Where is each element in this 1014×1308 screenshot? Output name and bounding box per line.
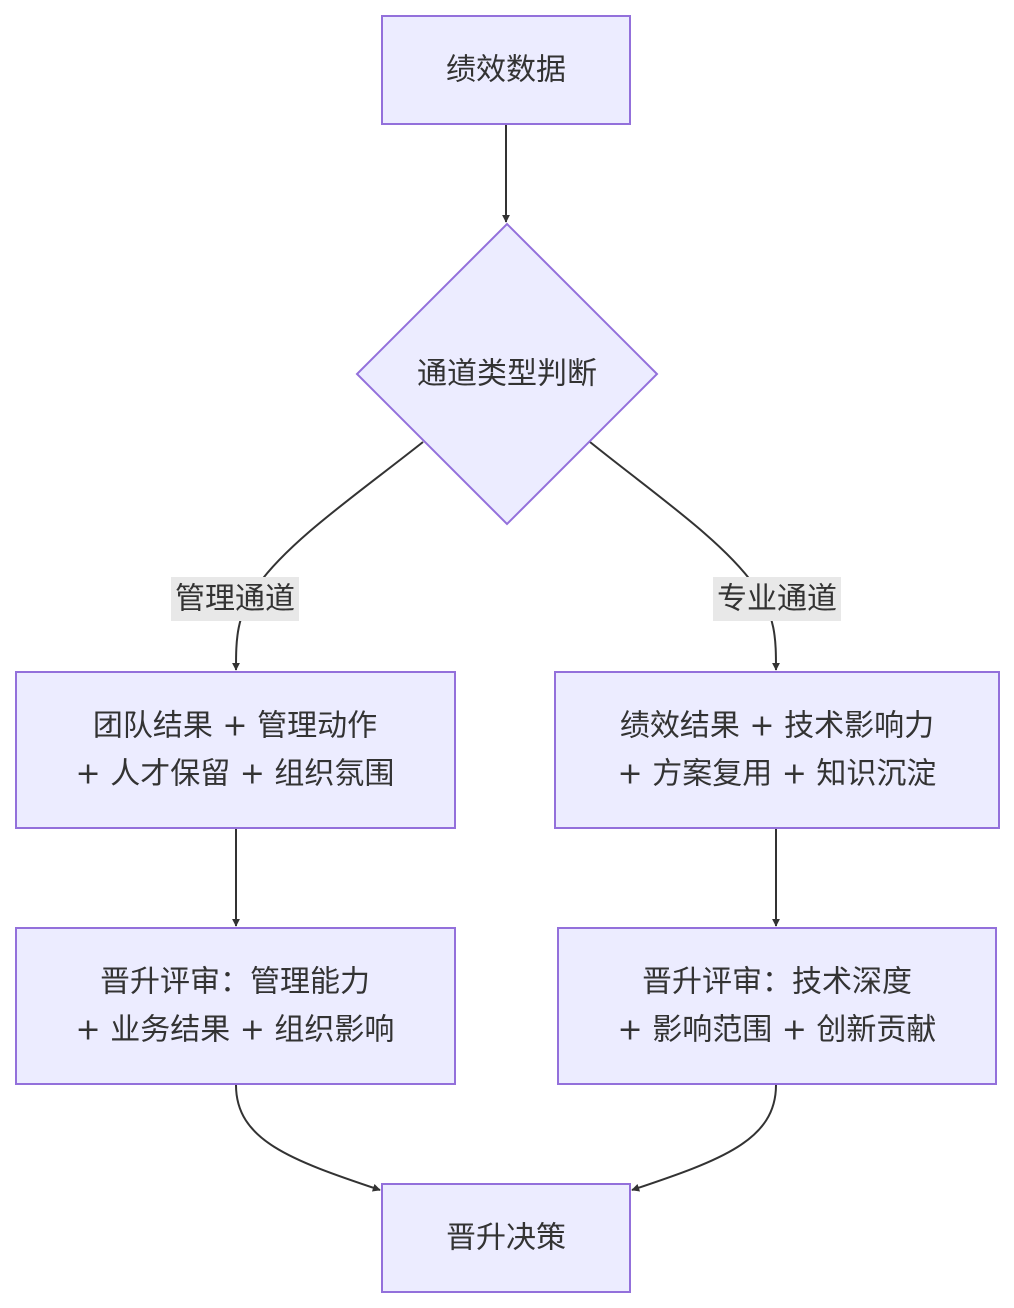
edge-pro-review-to-decision [631, 1084, 777, 1192]
edge-label-management-text: 管理通道 [175, 582, 295, 617]
node-professional-results-line1: 绩效结果 + 技术影响力 [620, 709, 934, 744]
node-professional-review: 晋升评审：技术深度 + 影响范围 + 创新贡献 [557, 927, 997, 1085]
node-management-results-line1: 团队结果 + 管理动作 [93, 709, 377, 744]
node-management-review-line2: + 业务结果 + 组织影响 [76, 1013, 395, 1048]
node-promotion-decision-label: 晋升决策 [446, 1221, 566, 1256]
edge-label-professional: 专业通道 [713, 577, 841, 621]
node-management-review: 晋升评审：管理能力 + 业务结果 + 组织影响 [15, 927, 456, 1085]
node-management-results-line2: + 人才保留 + 组织氛围 [76, 757, 395, 792]
edge-mgmt-review-to-decision [235, 1084, 381, 1192]
node-channel-decision-label: 通道类型判断 [417, 357, 597, 392]
node-professional-results: 绩效结果 + 技术影响力 + 方案复用 + 知识沉淀 [554, 671, 1000, 829]
edge-decision-to-professional [589, 441, 780, 671]
node-channel-decision: 通道类型判断 [355, 222, 659, 526]
edge-label-professional-text: 专业通道 [717, 582, 837, 617]
node-management-results: 团队结果 + 管理动作 + 人才保留 + 组织氛围 [15, 671, 456, 829]
node-performance-data: 绩效数据 [381, 15, 631, 125]
node-professional-results-line2: + 方案复用 + 知识沉淀 [618, 757, 937, 792]
node-professional-review-line2: + 影响范围 + 创新贡献 [618, 1013, 937, 1048]
node-performance-data-label: 绩效数据 [446, 53, 566, 88]
node-professional-review-line1: 晋升评审：技术深度 [642, 965, 912, 1000]
edge-label-management: 管理通道 [171, 577, 299, 621]
edge-decision-to-management [232, 441, 424, 671]
node-promotion-decision: 晋升决策 [381, 1183, 631, 1293]
node-management-review-line1: 晋升评审：管理能力 [100, 965, 370, 1000]
